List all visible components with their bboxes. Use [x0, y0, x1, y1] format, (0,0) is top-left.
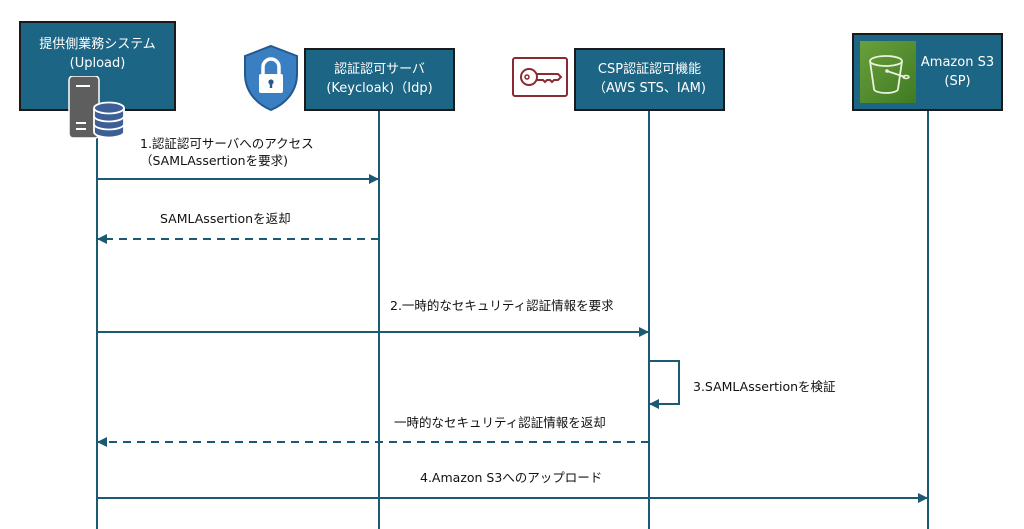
s3-tile — [860, 41, 916, 103]
participant-subtitle: (Keycloak)（Idp) — [326, 81, 433, 96]
participant-subtitle: （AWS STS、IAM) — [593, 81, 706, 96]
s3-bucket-icon — [869, 55, 910, 94]
participant-subtitle: (Upload) — [69, 56, 126, 71]
message-label-5: 一時的なセキュリティ認証情報を返却 — [394, 414, 654, 431]
participant-auth-server: 認証認可サーバ (Keycloak)（Idp) — [304, 48, 455, 111]
message-text: 1.認証認可サーバへのアクセス — [140, 136, 314, 151]
message-label-1: 1.認証認可サーバへのアクセス （SAMLAssertionを要求) — [140, 135, 340, 169]
participant-subtitle: (SP) — [944, 74, 971, 89]
participant-name: 認証認可サーバ — [334, 62, 425, 77]
message-label-self: 3.SAMLAssertionを検証 — [693, 378, 893, 395]
shield-lock-icon — [244, 44, 298, 112]
message-text: 一時的なセキュリティ認証情報を返却 — [394, 415, 606, 430]
message-text: 4.Amazon S3へのアップロード — [420, 470, 603, 485]
message-arrow-self — [649, 360, 680, 409]
participant-csp-auth: CSP認証認可機能 （AWS STS、IAM) — [574, 48, 725, 111]
server-database-icon — [68, 76, 125, 139]
message-subtext: （SAMLAssertionを要求) — [140, 153, 288, 168]
message-text: 2.一時的なセキュリティ認証情報を要求 — [390, 298, 614, 313]
message-label-3: 2.一時的なセキュリティ認証情報を要求 — [390, 297, 650, 314]
participant-name: CSP認証認可機能 — [597, 62, 702, 77]
key-icon — [512, 57, 568, 97]
participant-amazon-s3: Amazon S3 (SP) — [852, 33, 1003, 111]
participant-name: 提供側業務システム — [39, 37, 156, 52]
message-text: SAMLAssertionを返却 — [160, 211, 291, 226]
message-label-6: 4.Amazon S3へのアップロード — [420, 469, 660, 486]
participant-name: Amazon S3 — [920, 55, 995, 70]
message-text: 3.SAMLAssertionを検証 — [693, 379, 836, 394]
message-label-2: SAMLAssertionを返却 — [160, 210, 360, 227]
